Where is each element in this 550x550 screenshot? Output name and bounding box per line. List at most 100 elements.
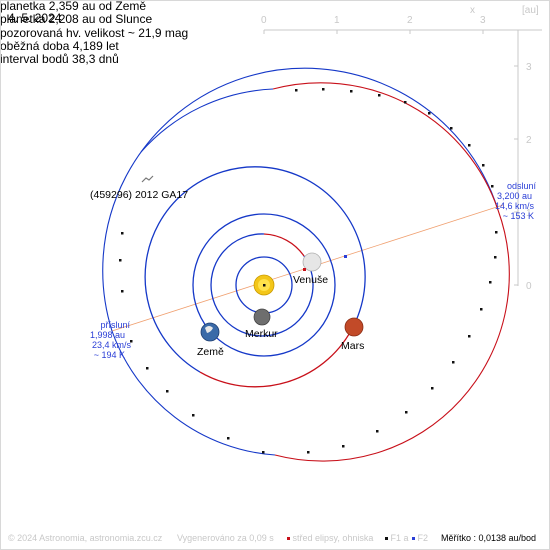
asteroid-orbit-red-arc (272, 82, 510, 462)
venus-orbit-red (263, 233, 305, 257)
time-mark (192, 414, 195, 417)
focus-f1-marker (303, 268, 306, 271)
asteroid-orbit-blue-arc (102, 67, 499, 456)
f2-legend-label: F2 (417, 533, 429, 543)
time-mark (482, 164, 485, 167)
earth-land (205, 326, 213, 333)
center-legend-label: střed elipsy, ohniska (292, 533, 374, 543)
scale-text: Měřítko : 0,0138 au/bod (441, 533, 537, 543)
venus-label: Venuše (293, 274, 328, 286)
perihelion-title: přísluní (100, 320, 130, 330)
mars-label: Mars (341, 340, 364, 352)
asteroid-orbit (102, 67, 510, 462)
aphelion-title: odsluní (507, 181, 537, 191)
y-tick-label: 3 (526, 62, 532, 73)
legend-f2: F2 (412, 533, 428, 543)
planet-venus: Venuše (293, 252, 328, 286)
time-mark (121, 232, 124, 235)
axis-labels: 0 1 2 3 x [au] 3 2 1 0 (261, 5, 539, 292)
f1-marker-icon (385, 537, 388, 541)
unit-label: [au] (522, 5, 539, 16)
axes (263, 29, 542, 286)
time-mark (378, 94, 381, 97)
legend-center: střed elipsy, ohniska (287, 533, 373, 543)
perihelion-distance: 1,998 au (90, 330, 125, 340)
time-mark (494, 256, 497, 259)
date-label: 4. 5. 2024 (8, 11, 62, 25)
mars-disc (344, 317, 364, 337)
focus-f2-marker (344, 255, 347, 258)
earth-disc (200, 322, 220, 342)
earth-orbit (192, 213, 336, 357)
period-line: oběžná doba 4,189 let (0, 38, 119, 53)
time-mark (404, 101, 407, 104)
time-mark (431, 387, 434, 390)
asteroid-orbit-blue-arc-top (140, 88, 274, 153)
perihelion-temperature: ~ 194 K (94, 350, 125, 360)
time-mark (121, 290, 124, 293)
time-mark (342, 445, 345, 448)
planet-mercury: Merkur (245, 308, 278, 340)
center-marker-icon (287, 537, 290, 541)
x-tick-label: 0 (261, 15, 267, 26)
orbit-time-marks (119, 88, 498, 454)
venus-disc (302, 252, 322, 272)
y-tick-label: 0 (526, 281, 532, 292)
info-panel: planetka 2,359 au od Země planetka 2,208… (0, 0, 550, 66)
earth-label: Země (197, 346, 224, 358)
earth-distance-line: planetka 2,359 au od Země (0, 0, 147, 13)
time-mark (468, 144, 471, 147)
perihelion-label: přísluní 1,998 au 23,4 km/s ~ 194 K (90, 320, 132, 360)
copyright-text: © 2024 Astronomia, astronomia.zcu.cz (8, 533, 163, 543)
sun-distance-line: planetka 2,208 au od Slunce (0, 12, 153, 27)
time-mark (350, 90, 353, 93)
time-mark (480, 308, 483, 311)
time-mark (262, 451, 265, 454)
time-mark (227, 437, 230, 440)
time-mark (295, 89, 298, 92)
y-tick-label: 1 (526, 208, 532, 219)
time-mark (376, 430, 379, 433)
focus-markers (303, 255, 347, 271)
time-mark (452, 361, 455, 364)
f1-legend-label: F1 a (390, 533, 409, 543)
point-interval-line: interval bodů 38,3 dnů (0, 52, 119, 67)
time-mark (405, 411, 408, 414)
planet-orbits (144, 166, 366, 388)
time-mark (307, 451, 310, 454)
time-mark (428, 112, 431, 115)
x-tick-label: 3 (480, 15, 486, 26)
mercury-disc (253, 308, 271, 326)
f2-marker-icon (412, 537, 415, 541)
asteroid-glyph (141, 175, 154, 183)
x-axis-letter: x (470, 5, 475, 16)
planet-earth: Země (197, 322, 224, 358)
mercury-label: Merkur (245, 328, 278, 340)
asteroid: (459296) 2012 GA17 (90, 175, 188, 201)
mars-orbit-red (199, 324, 355, 388)
time-mark (322, 88, 325, 91)
planet-mars: Mars (341, 317, 364, 352)
time-mark (146, 367, 149, 370)
asteroid-label: (459296) 2012 GA17 (90, 189, 188, 201)
aphelion-distance: 3,200 au (497, 191, 532, 201)
time-mark (450, 127, 453, 130)
aphelion-label: odsluní 3,200 au 14,6 km/s ~ 153 K (495, 181, 537, 221)
time-mark (130, 340, 133, 343)
x-tick-label: 2 (407, 15, 413, 26)
venus-orbit-blue (210, 233, 314, 337)
magnitude-line: pozorovaná hv. velikost ~ 21,9 mag (0, 25, 189, 40)
mars-orbit-blue (144, 166, 366, 373)
aphelion-speed: 14,6 km/s (495, 201, 535, 211)
legend-f1: F1 a (385, 533, 409, 543)
sun (253, 274, 275, 296)
ellipse-center-marker (263, 284, 266, 287)
time-mark (491, 185, 494, 188)
time-mark (468, 335, 471, 338)
generated-time-text: Vygenerováno za 0,09 s (177, 533, 274, 543)
time-mark (489, 281, 492, 284)
time-mark (119, 259, 122, 262)
time-mark (495, 231, 498, 234)
x-tick-label: 1 (334, 15, 340, 26)
